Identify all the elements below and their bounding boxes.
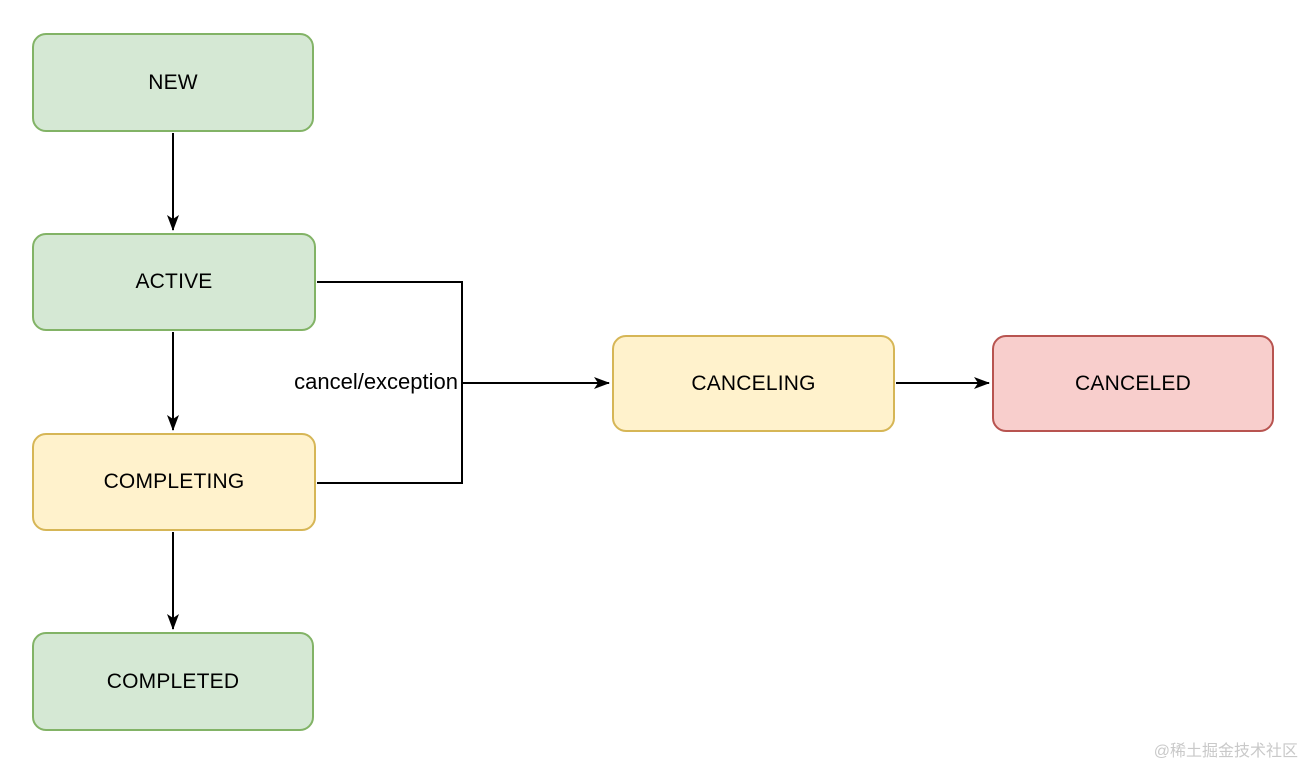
node-canceling-label: CANCELING xyxy=(691,371,816,395)
node-completed: COMPLETED xyxy=(32,632,314,731)
node-completing-label: COMPLETING xyxy=(103,470,245,493)
node-active: ACTIVE xyxy=(32,233,316,331)
node-new-label: NEW xyxy=(148,70,198,94)
node-canceled: CANCELED xyxy=(992,335,1274,432)
node-new: NEW xyxy=(32,33,314,132)
node-completed-label: COMPLETED xyxy=(106,669,240,693)
node-canceling: CANCELING xyxy=(612,335,895,432)
node-completing: COMPLETING xyxy=(32,433,316,531)
node-active-label: ACTIVE xyxy=(135,270,213,293)
edge-label-cancel-exception: cancel/exception xyxy=(294,369,458,394)
watermark: @稀土掘金技术社区 xyxy=(1153,743,1298,760)
node-canceled-label: CANCELED xyxy=(1075,371,1191,395)
